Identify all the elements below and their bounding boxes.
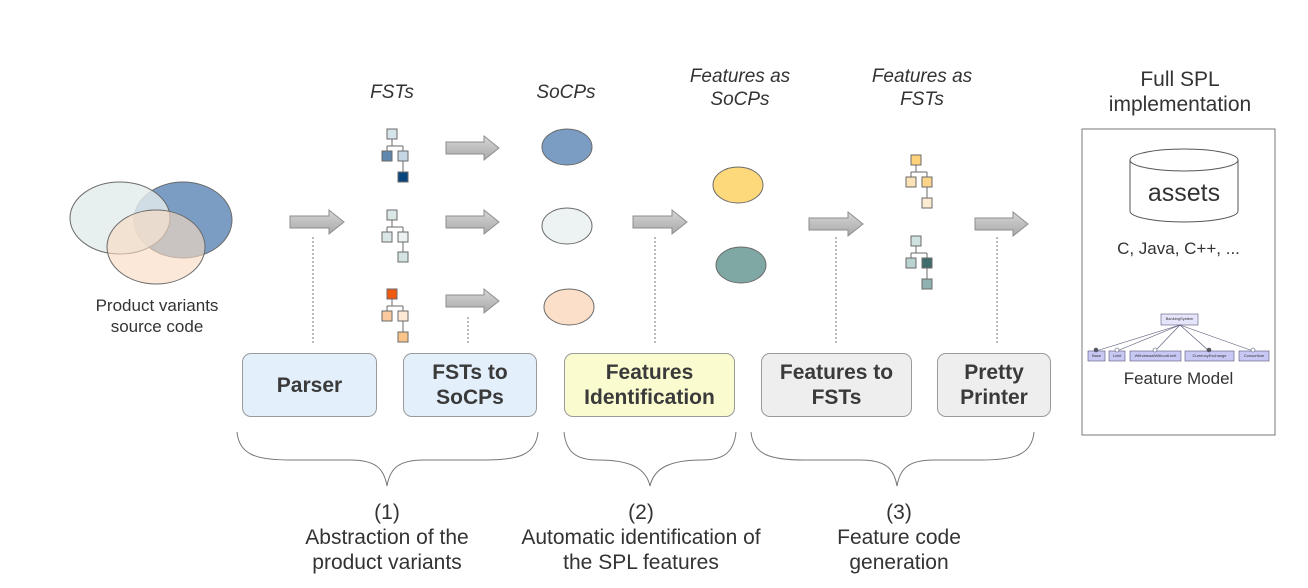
socp-ellipse-1: [541, 128, 593, 166]
arrow-fsts-to-spl: [974, 210, 1029, 238]
variants-venn-diagram: [69, 181, 233, 285]
arrow-features-to-fsts: [808, 210, 864, 238]
pretty-printer-step-box: Pretty Printer: [937, 353, 1051, 417]
arrow-variants-to-fsts: [289, 208, 345, 236]
phase-2-number: (2): [628, 501, 654, 524]
phase-1-number: (1): [374, 501, 400, 524]
socps-header: SoCPs: [536, 82, 596, 103]
feature-fst-trees: [905, 154, 933, 290]
brace-phase-3: [750, 431, 1035, 487]
fm-child-label: WithdrawalWithoutLimit: [1134, 353, 1177, 358]
features-identification-step-box: Features Identification: [564, 353, 735, 417]
socp-ellipse-2: [541, 207, 593, 245]
full-spl-header: Full SPL implementation: [1108, 68, 1252, 116]
brace-phase-2: [563, 431, 737, 487]
phase-3-description: Feature code generation: [837, 526, 961, 574]
process-arrows: [289, 134, 1029, 315]
fst-tree-1: [381, 128, 409, 183]
brace-phase-1: [236, 431, 539, 487]
phase-2-description: Automatic identification of the SPL feat…: [521, 526, 761, 574]
fm-child-label: CurrencyExchange: [1192, 353, 1227, 358]
fm-child-label: Limit: [1112, 353, 1122, 358]
fst-tree-2: [381, 209, 409, 263]
fm-child-label: Base: [1091, 353, 1102, 358]
features-as-socps-header: Features as SoCPs: [689, 66, 791, 110]
feature-fst-tree-teal: [905, 235, 933, 290]
fm-root-label: BankingSystem: [1165, 316, 1194, 321]
arrow-fst1-to-socp1: [445, 134, 500, 162]
features-as-fsts-header: Features as FSTs: [871, 66, 973, 110]
assets-cylinder: [1129, 148, 1239, 223]
arrow-fst3-to-socp3: [445, 287, 500, 315]
socp-ellipse-3: [543, 288, 595, 326]
feature-model-label: Feature Model: [1123, 369, 1234, 388]
phase-3-number: (3): [886, 501, 912, 524]
arrow-socps-to-features: [632, 208, 688, 236]
fm-child-label: Consortium: [1243, 353, 1265, 358]
features-to-fsts-step-box: Features to FSTs: [761, 353, 912, 417]
assets-label: assets: [1147, 179, 1221, 207]
feature-socp-ellipses: [712, 166, 767, 284]
fst-trees: [381, 128, 409, 343]
phase-1-description: Abstraction of the product variants: [305, 526, 469, 574]
fsts-to-socps-step-box: FSTs to SoCPs: [403, 353, 537, 417]
variant-ellipse-peach: [106, 209, 206, 285]
product-variants-label: Product variants source code: [95, 296, 219, 336]
fst-tree-3: [381, 288, 409, 343]
feature-socp-yellow: [712, 166, 764, 204]
feature-socp-teal: [715, 246, 767, 284]
arrow-fst2-to-socp2: [445, 208, 500, 236]
parser-step-box: Parser: [242, 353, 377, 417]
socp-ellipses: [541, 128, 595, 326]
mini-feature-model: [1087, 313, 1270, 362]
dashed-connectors: [312, 237, 998, 345]
fsts-header: FSTs: [370, 82, 414, 103]
languages-label: C, Java, C++, ...: [1117, 239, 1240, 258]
feature-fst-tree-yellow: [905, 154, 933, 209]
phase-braces: [236, 431, 1035, 487]
